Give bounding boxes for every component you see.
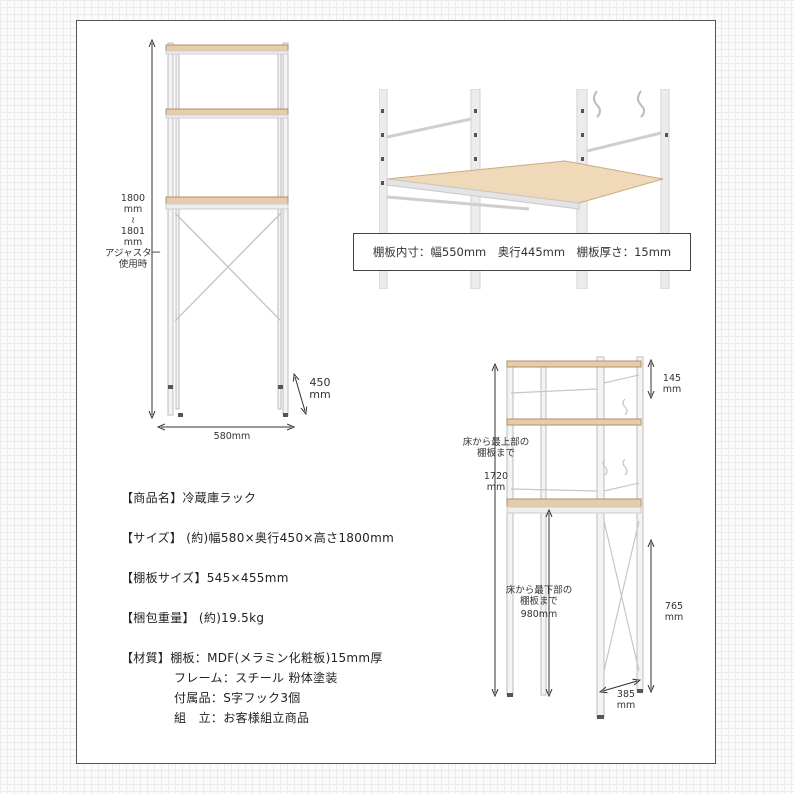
top-gap-label: 145 mm xyxy=(662,373,682,395)
height-dimension-label: 1800 mm ≀ 1801 mm アジャスター 使用時 xyxy=(104,193,162,270)
shelf-closeup-image xyxy=(379,89,670,289)
shelf-inner-size-caption: 棚板内寸：幅550mm 奥行445mm 棚板厚さ：15mm xyxy=(353,233,691,271)
depth-dimension-label: 450 mm xyxy=(309,376,331,401)
rack-depth-label: 385 mm xyxy=(616,689,636,711)
bottom-height-label: 765 mm xyxy=(664,601,684,623)
rack-diagram-front xyxy=(77,21,717,719)
spec-shelf-size: 【棚板サイズ】545×455mm xyxy=(121,571,289,585)
spec-weight: 【梱包重量】 (約)19.5kg xyxy=(121,611,265,625)
bottom-shelf-height-label: 床から最下部の 棚板まで 980mm xyxy=(505,585,573,620)
product-card: 1800 mm ≀ 1801 mm アジャスター 使用時 450 mm 580m… xyxy=(76,20,716,764)
spec-accessory: 付属品：S字フック3個 xyxy=(174,691,301,705)
spec-size: 【サイズ】 (約)幅580×奥行450×高さ1800mm xyxy=(121,531,395,545)
spec-product-name: 【商品名】冷蔵庫ラック xyxy=(121,491,257,505)
spec-material: 【材質】棚板：MDF(メラミン化粧板)15mm厚 xyxy=(121,651,383,665)
width-dimension-label: 580mm xyxy=(213,431,251,442)
spec-frame: フレーム：スチール 粉体塗装 xyxy=(174,671,338,685)
top-shelf-height-label: 床から最上部の 棚板まで 1720 mm xyxy=(462,437,530,493)
spec-assembly: 組 立：お客様組立商品 xyxy=(174,711,310,725)
